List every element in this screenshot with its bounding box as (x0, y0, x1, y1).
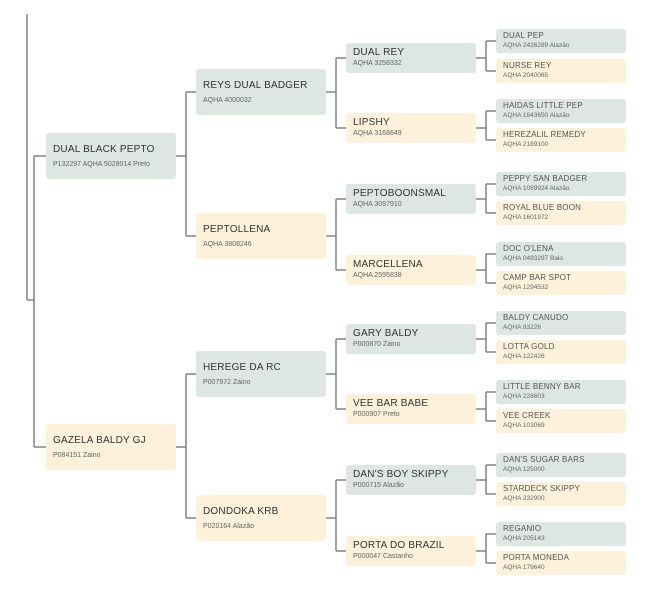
horse-registration: AQHA 2040065 (503, 72, 549, 79)
horse-dam-dam-sire-dam-box[interactable]: STARDECK SKIPPY AQHA 232900 (496, 482, 626, 506)
horse-name: HEREGE DA RC (203, 362, 281, 373)
horse-sire-dam-dam-sire-box[interactable]: DOC O'LENA AQHA 0493297 Baio (496, 242, 626, 266)
horse-sire-sire-box[interactable]: REYS DUAL BADGER AQHA 4000032 (196, 69, 326, 115)
horse-name: PEPPY SAN BADGER (503, 174, 588, 183)
horse-registration: AQHA 179640 (503, 564, 545, 571)
horse-name: STARDECK SKIPPY (503, 484, 581, 493)
horse-name: PEPTOBOONSMAL (353, 188, 446, 199)
horse-registration: AQHA 125000 (503, 466, 545, 473)
horse-name: DUAL PEP (503, 31, 544, 40)
horse-sire-dam-sire-sire-box[interactable]: PEPPY SAN BADGER AQHA 1089924 Alazão (496, 172, 626, 196)
horse-name: PEPTOLLENA (203, 224, 271, 235)
horse-name: GAZELA BALDY GJ (53, 435, 146, 446)
horse-name: LIPSHY (353, 117, 390, 128)
horse-name: DUAL REY (353, 47, 405, 58)
horse-registration: P132297 AQHA 5028014 Preto (53, 161, 150, 168)
horse-registration: AQHA 1643650 Alazão (503, 112, 570, 119)
horse-sire-sire-sire-dam-box[interactable]: NURSE REY AQHA 2040065 (496, 59, 626, 83)
horse-name: NURSE REY (503, 61, 552, 70)
horse-name: GARY BALDY (353, 328, 419, 339)
horse-registration: AQHA 0493297 Baio (503, 255, 563, 262)
horse-name: ROYAL BLUE BOON (503, 203, 582, 212)
horse-registration: AQHA 3168649 (353, 130, 402, 137)
horse-registration: AQHA 103069 (503, 422, 545, 429)
horse-dam-sire-box[interactable]: HEREGE DA RC P007972 Zaino (196, 351, 326, 397)
horse-registration: AQHA 205143 (503, 535, 545, 542)
horse-sire-dam-dam-box[interactable]: MARCELLENA AQHA 2595838 (346, 255, 476, 285)
horse-registration: P000047 Castanho (353, 553, 413, 560)
horse-sire-dam-box[interactable]: PEPTOLLENA AQHA 3808246 (196, 213, 326, 259)
horse-name: DUAL BLACK PEPTO (53, 144, 155, 155)
horse-registration: AQHA 3258332 (353, 60, 402, 67)
horse-dam-sire-dam-sire-box[interactable]: LITTLE BENNY BAR AQHA 228603 (496, 380, 626, 404)
horse-registration: AQHA 232900 (503, 495, 545, 502)
horse-registration: P000870 Zaino (353, 341, 401, 348)
horse-registration: P007972 Zaino (203, 379, 251, 386)
horse-dam-dam-dam-box[interactable]: PORTA DO BRAZIL P000047 Castanho (346, 536, 476, 566)
horse-registration: P020164 Alazão (203, 523, 254, 530)
horse-registration: AQHA 1601972 (503, 214, 549, 221)
horse-sire-sire-dam-dam-box[interactable]: HEREZALIL REMEDY AQHA 2189100 (496, 128, 626, 152)
horse-registration: AQHA 2426289 Alazão (503, 42, 570, 49)
horse-name: LOTTA GOLD (503, 342, 555, 351)
horse-dam-box[interactable]: GAZELA BALDY GJ P084151 Zaino (46, 424, 176, 470)
horse-name: VEE BAR BABE (353, 398, 429, 409)
horse-sire-sire-sire-box[interactable]: DUAL REY AQHA 3258332 (346, 43, 476, 73)
horse-registration: AQHA 83226 (503, 324, 541, 331)
horse-dam-dam-box[interactable]: DONDOKA KRB P020164 Alazão (196, 495, 326, 541)
horse-sire-dam-sire-dam-box[interactable]: ROYAL BLUE BOON AQHA 1601972 (496, 201, 626, 225)
horse-name: REYS DUAL BADGER (203, 80, 308, 91)
horse-registration: AQHA 4000032 (203, 97, 252, 104)
horse-name: VEE CREEK (503, 411, 551, 420)
horse-registration: AQHA 2595838 (353, 272, 402, 279)
horse-registration: AQHA 1294532 (503, 284, 549, 291)
horse-name: REGANIO (503, 524, 542, 533)
horse-registration: P084151 Zaino (53, 452, 101, 459)
horse-dam-dam-sire-box[interactable]: DAN'S BOY SKIPPY P000715 Alazão (346, 465, 476, 495)
horse-name: MARCELLENA (353, 259, 423, 270)
horse-dam-sire-dam-dam-box[interactable]: VEE CREEK AQHA 103069 (496, 409, 626, 433)
horse-sire-sire-dam-sire-box[interactable]: HAIDAS LITTLE PEP AQHA 1643650 Alazão (496, 99, 626, 123)
horse-name: LITTLE BENNY BAR (503, 382, 581, 391)
horse-sire-sire-dam-box[interactable]: LIPSHY AQHA 3168649 (346, 113, 476, 143)
horse-name: DOC O'LENA (503, 244, 554, 253)
horse-registration: AQHA 122426 (503, 353, 545, 360)
horse-sire-sire-sire-sire-box[interactable]: DUAL PEP AQHA 2426289 Alazão (496, 29, 626, 53)
horse-name: DONDOKA KRB (203, 506, 279, 517)
horse-dam-sire-sire-dam-box[interactable]: LOTTA GOLD AQHA 122426 (496, 340, 626, 364)
horse-registration: AQHA 2189100 (503, 141, 549, 148)
horse-registration: AQHA 228603 (503, 393, 545, 400)
horse-registration: AQHA 1089924 Alazão (503, 185, 570, 192)
horse-registration: AQHA 3808246 (203, 241, 252, 248)
horse-dam-sire-sire-sire-box[interactable]: BALDY CANUDO AQHA 83226 (496, 311, 626, 335)
horse-name: HAIDAS LITTLE PEP (503, 101, 583, 110)
horse-sire-dam-sire-box[interactable]: PEPTOBOONSMAL AQHA 3097910 (346, 184, 476, 214)
horse-name: CAMP BAR SPOT (503, 273, 572, 282)
horse-dam-dam-dam-dam-box[interactable]: PORTA MONEDA AQHA 179640 (496, 551, 626, 575)
horse-registration: P000715 Alazão (353, 482, 404, 489)
horse-registration: AQHA 3097910 (353, 201, 402, 208)
horse-name: DAN'S SUGAR BARS (503, 455, 585, 464)
horse-dam-sire-sire-box[interactable]: GARY BALDY P000870 Zaino (346, 324, 476, 354)
horse-dam-sire-dam-box[interactable]: VEE BAR BABE P000907 Preto (346, 394, 476, 424)
horse-name: BALDY CANUDO (503, 313, 569, 322)
horse-sire-dam-dam-dam-box[interactable]: CAMP BAR SPOT AQHA 1294532 (496, 271, 626, 295)
horse-dam-dam-sire-sire-box[interactable]: DAN'S SUGAR BARS AQHA 125000 (496, 453, 626, 477)
horse-name: PORTA MONEDA (503, 553, 570, 562)
horse-dam-dam-dam-sire-box[interactable]: REGANIO AQHA 205143 (496, 522, 626, 546)
horse-name: DAN'S BOY SKIPPY (353, 469, 449, 480)
horse-name: PORTA DO BRAZIL (353, 540, 445, 551)
horse-name: HEREZALIL REMEDY (503, 130, 586, 139)
horse-registration: P000907 Preto (353, 411, 400, 418)
horse-sire-box[interactable]: DUAL BLACK PEPTO P132297 AQHA 5028014 Pre… (46, 133, 176, 179)
